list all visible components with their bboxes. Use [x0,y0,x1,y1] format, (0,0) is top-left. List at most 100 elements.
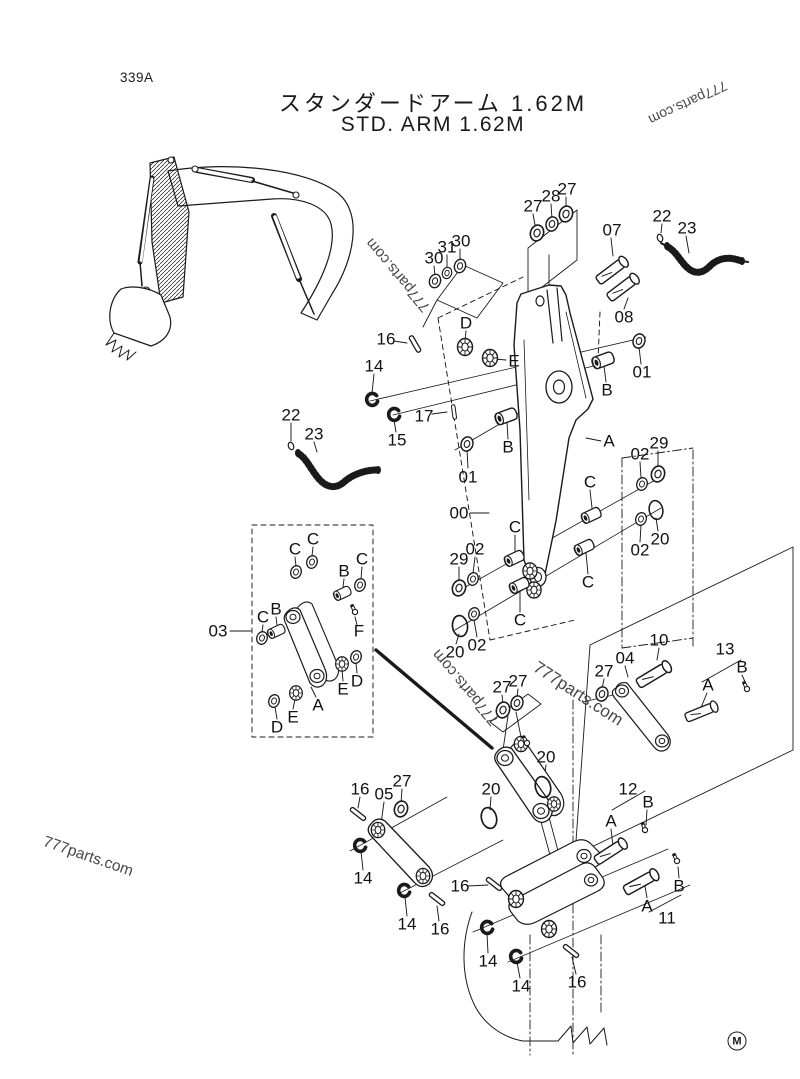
callout-22: 22 [281,405,301,425]
callout-b: B [736,657,748,677]
callout-30: 30 [424,248,444,268]
callout-c: C [306,529,320,549]
washer-d [266,692,282,710]
callout-16: 16 [376,329,396,349]
link-assembly-detail-03 [283,601,340,688]
detail-box-03 [251,524,374,738]
callout-b: B [601,380,613,400]
washer-01 [458,434,476,454]
callout-29: 29 [449,549,469,569]
arm-main-body [513,284,594,588]
bushing-arm-end [522,562,538,580]
callout-b: B [642,792,654,812]
callout-02: 02 [467,635,487,655]
pin-16 [348,806,368,822]
callout-e: E [508,351,520,371]
pin-16 [484,876,504,892]
callout-a: A [605,811,617,831]
washer-31 [440,265,454,281]
callout-23: 23 [304,424,324,444]
oring-22 [656,233,664,243]
bushing-c [502,548,527,569]
callout-b: B [673,876,685,896]
callout-23: 23 [677,218,697,238]
washer-30 [451,257,469,275]
callout-27: 27 [492,677,512,697]
callout-02: 02 [630,540,650,560]
washer-c [304,553,320,571]
page-title-english: STD. ARM 1.62M [340,113,526,136]
collar-14 [508,948,524,965]
bushing-e [481,348,499,368]
oring-20 [478,805,500,831]
bushing-link-05 [370,821,386,839]
callout-08: 08 [614,307,634,327]
callout-10: 10 [649,630,669,650]
callout-14: 14 [364,356,384,376]
callout-e: E [337,679,349,699]
manufacturer-logo: M [727,1031,747,1051]
bushing-bracket [540,919,558,939]
washer-30 [426,272,444,290]
page-code: 339A [120,70,154,85]
bushing-bracket [507,889,525,909]
hose-23-top [660,242,749,276]
hose-23-left [295,449,381,490]
callout-c: C [581,572,595,592]
callout-20: 20 [650,529,670,549]
callout-16: 16 [350,779,370,799]
callout-a: A [702,675,714,695]
callout-14: 14 [353,868,373,888]
bushing-c [579,505,604,526]
callout-17: 17 [414,406,434,426]
callout-d: D [270,717,284,737]
callout-14: 14 [478,951,498,971]
callout-20: 20 [445,642,465,662]
washer-c [288,563,304,581]
callout-11: 11 [658,908,676,928]
callout-c: C [256,607,270,627]
callout-27: 27 [523,196,543,216]
pin-13a [683,699,721,725]
washer-02 [633,510,649,528]
collar-14 [479,919,495,936]
callout-b: B [338,561,350,581]
washer-02 [465,570,481,588]
callout-15: 15 [387,430,407,450]
collar-14 [396,882,412,899]
washer-27 [391,798,411,820]
fitting-b [639,820,649,834]
callout-04: 04 [615,648,635,668]
bushing-c [572,537,597,558]
pin-16 [561,943,581,959]
bucket-bracket [499,839,605,925]
callout-f: F [353,621,365,641]
callout-13: 13 [715,639,735,659]
callout-20: 20 [481,779,501,799]
callout-27: 27 [594,661,614,681]
bushing-b [265,622,287,640]
callout-27: 27 [557,179,577,199]
bushing-e [335,656,349,672]
callout-c: C [583,472,597,492]
callout-31: 31 [437,237,457,257]
callout-d: D [459,313,473,333]
callout-c: C [513,610,527,630]
washer-c [254,629,270,647]
callout-c: C [355,549,369,569]
pin-17 [450,404,458,420]
callout-a: A [641,896,653,916]
oring-20 [450,613,470,639]
callout-b: B [502,437,514,457]
bucket-outline [463,911,608,1046]
bushing-b [331,584,353,602]
callout-16: 16 [567,972,587,992]
washers [254,203,668,820]
washer-28 [543,214,561,234]
callout-00: 00 [449,503,469,523]
washer-d [348,648,364,666]
bushing-b [589,350,617,371]
excavator-thumbnail [105,156,354,361]
pin-16 [427,891,447,907]
callout-27: 27 [392,771,412,791]
